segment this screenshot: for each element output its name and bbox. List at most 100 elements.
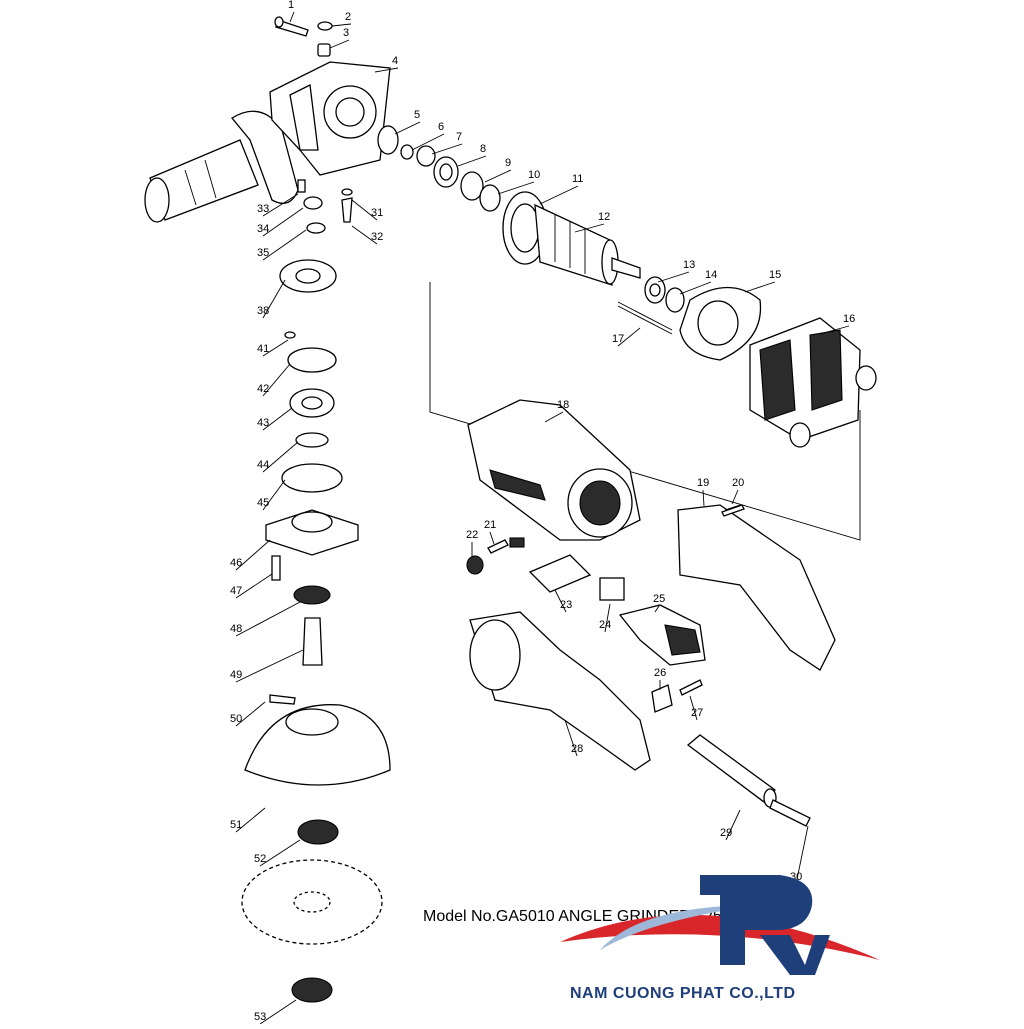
part-number: 2 bbox=[345, 11, 351, 23]
leader-line bbox=[262, 339, 289, 357]
brush-holder-cap bbox=[509, 537, 525, 548]
part-label-4: 4 bbox=[374, 55, 399, 73]
part-label-46: 46 bbox=[230, 539, 271, 571]
leader-line bbox=[744, 281, 776, 293]
lock-nut-53 bbox=[291, 977, 333, 1003]
part-label-41: 41 bbox=[257, 339, 289, 357]
part-label-7: 7 bbox=[431, 131, 463, 155]
part-number: 41 bbox=[257, 343, 269, 355]
leader-line bbox=[689, 695, 698, 721]
part-number: 8 bbox=[480, 143, 486, 155]
part-label-9: 9 bbox=[484, 157, 512, 183]
leader-line bbox=[457, 155, 487, 167]
wheel-cover-51 bbox=[244, 704, 391, 786]
part-number: 52 bbox=[254, 853, 266, 865]
leader-line bbox=[554, 589, 567, 613]
leader-line bbox=[374, 67, 399, 73]
part-label-38: 38 bbox=[257, 279, 286, 319]
part-number: 51 bbox=[230, 819, 242, 831]
part-number: 15 bbox=[769, 269, 781, 281]
logo-letter-r bbox=[700, 875, 813, 965]
leader-line bbox=[262, 207, 304, 237]
leader-line bbox=[574, 223, 605, 233]
part-label-42: 42 bbox=[257, 363, 291, 397]
leader-line bbox=[262, 193, 299, 217]
part-label-1: 1 bbox=[288, 0, 295, 23]
part-label-28: 28 bbox=[564, 719, 583, 757]
part-number: 47 bbox=[230, 585, 242, 597]
bevel-gear-38 bbox=[279, 259, 337, 293]
part-label-15: 15 bbox=[744, 269, 781, 293]
part-number: 1 bbox=[288, 0, 294, 11]
field bbox=[749, 317, 877, 448]
part-number: 25 bbox=[653, 593, 665, 605]
part-number: 28 bbox=[571, 743, 583, 755]
part-number: 44 bbox=[257, 459, 269, 471]
ring-34 bbox=[303, 196, 323, 210]
part-number: 26 bbox=[654, 667, 666, 679]
lock-pin-32 bbox=[341, 197, 353, 223]
o-ring-31 bbox=[341, 188, 353, 196]
part-number: 20 bbox=[732, 477, 744, 489]
spindle-49 bbox=[302, 617, 323, 666]
baffle-plate bbox=[679, 287, 762, 361]
inner-flange-52 bbox=[297, 819, 339, 845]
part-number: 53 bbox=[254, 1011, 266, 1023]
name-plate-23 bbox=[528, 554, 592, 593]
screw-1 bbox=[274, 16, 309, 37]
leader-line bbox=[679, 281, 712, 295]
ball-bearing-43 bbox=[289, 388, 335, 418]
part-label-24: 24 bbox=[599, 603, 611, 633]
part-label-43: 43 bbox=[257, 407, 293, 431]
part-label-16: 16 bbox=[819, 313, 855, 335]
part-number: 31 bbox=[371, 207, 383, 219]
bearing-box-46 bbox=[265, 509, 359, 556]
motor-housing bbox=[467, 399, 641, 541]
part-number: 19 bbox=[697, 477, 709, 489]
o-ring-45 bbox=[281, 463, 343, 493]
lever-26 bbox=[651, 684, 673, 713]
leader-line bbox=[262, 479, 286, 511]
part-number: 27 bbox=[691, 707, 703, 719]
leader-line bbox=[331, 23, 352, 27]
part-number: 49 bbox=[230, 669, 242, 681]
part-number: 16 bbox=[843, 313, 855, 325]
leader-line bbox=[725, 809, 741, 841]
carbon-brush-22 bbox=[466, 555, 484, 575]
ring-44 bbox=[295, 432, 329, 448]
switch-25 bbox=[618, 604, 706, 666]
part-label-35: 35 bbox=[257, 229, 307, 261]
logo-light-swoosh bbox=[600, 905, 760, 950]
part-number: 21 bbox=[484, 519, 496, 531]
spring-3 bbox=[317, 43, 331, 57]
leader-line bbox=[235, 649, 304, 683]
leader-line bbox=[411, 133, 445, 151]
leader-line bbox=[235, 601, 301, 637]
leader-line bbox=[819, 325, 850, 335]
leader-line bbox=[289, 11, 295, 23]
leader-line bbox=[564, 719, 578, 757]
rear-cover-28 bbox=[469, 611, 651, 771]
bearing-retainer-42 bbox=[287, 347, 337, 373]
washer-2 bbox=[317, 21, 333, 31]
company-logo: NAM CUONG PHAT CO.,LTD bbox=[560, 875, 880, 1002]
part-label-45: 45 bbox=[257, 479, 286, 511]
leader-line bbox=[484, 169, 512, 183]
part-number: 4 bbox=[392, 55, 398, 67]
part-number: 18 bbox=[557, 399, 569, 411]
part-label-3: 3 bbox=[329, 27, 350, 49]
part-label-25: 25 bbox=[653, 593, 665, 613]
part-number: 35 bbox=[257, 247, 269, 259]
leader-line bbox=[489, 531, 495, 545]
part-number: 34 bbox=[257, 223, 269, 235]
part-label-6: 6 bbox=[411, 121, 445, 151]
part-number: 46 bbox=[230, 557, 242, 569]
leader-line bbox=[544, 411, 564, 423]
part-label-27: 27 bbox=[689, 695, 703, 721]
gear-housing bbox=[269, 61, 391, 176]
armature bbox=[502, 191, 641, 286]
part-label-26: 26 bbox=[654, 667, 666, 690]
part-number: 10 bbox=[528, 169, 540, 181]
part-number: 6 bbox=[438, 121, 444, 133]
part-label-14: 14 bbox=[679, 269, 717, 295]
